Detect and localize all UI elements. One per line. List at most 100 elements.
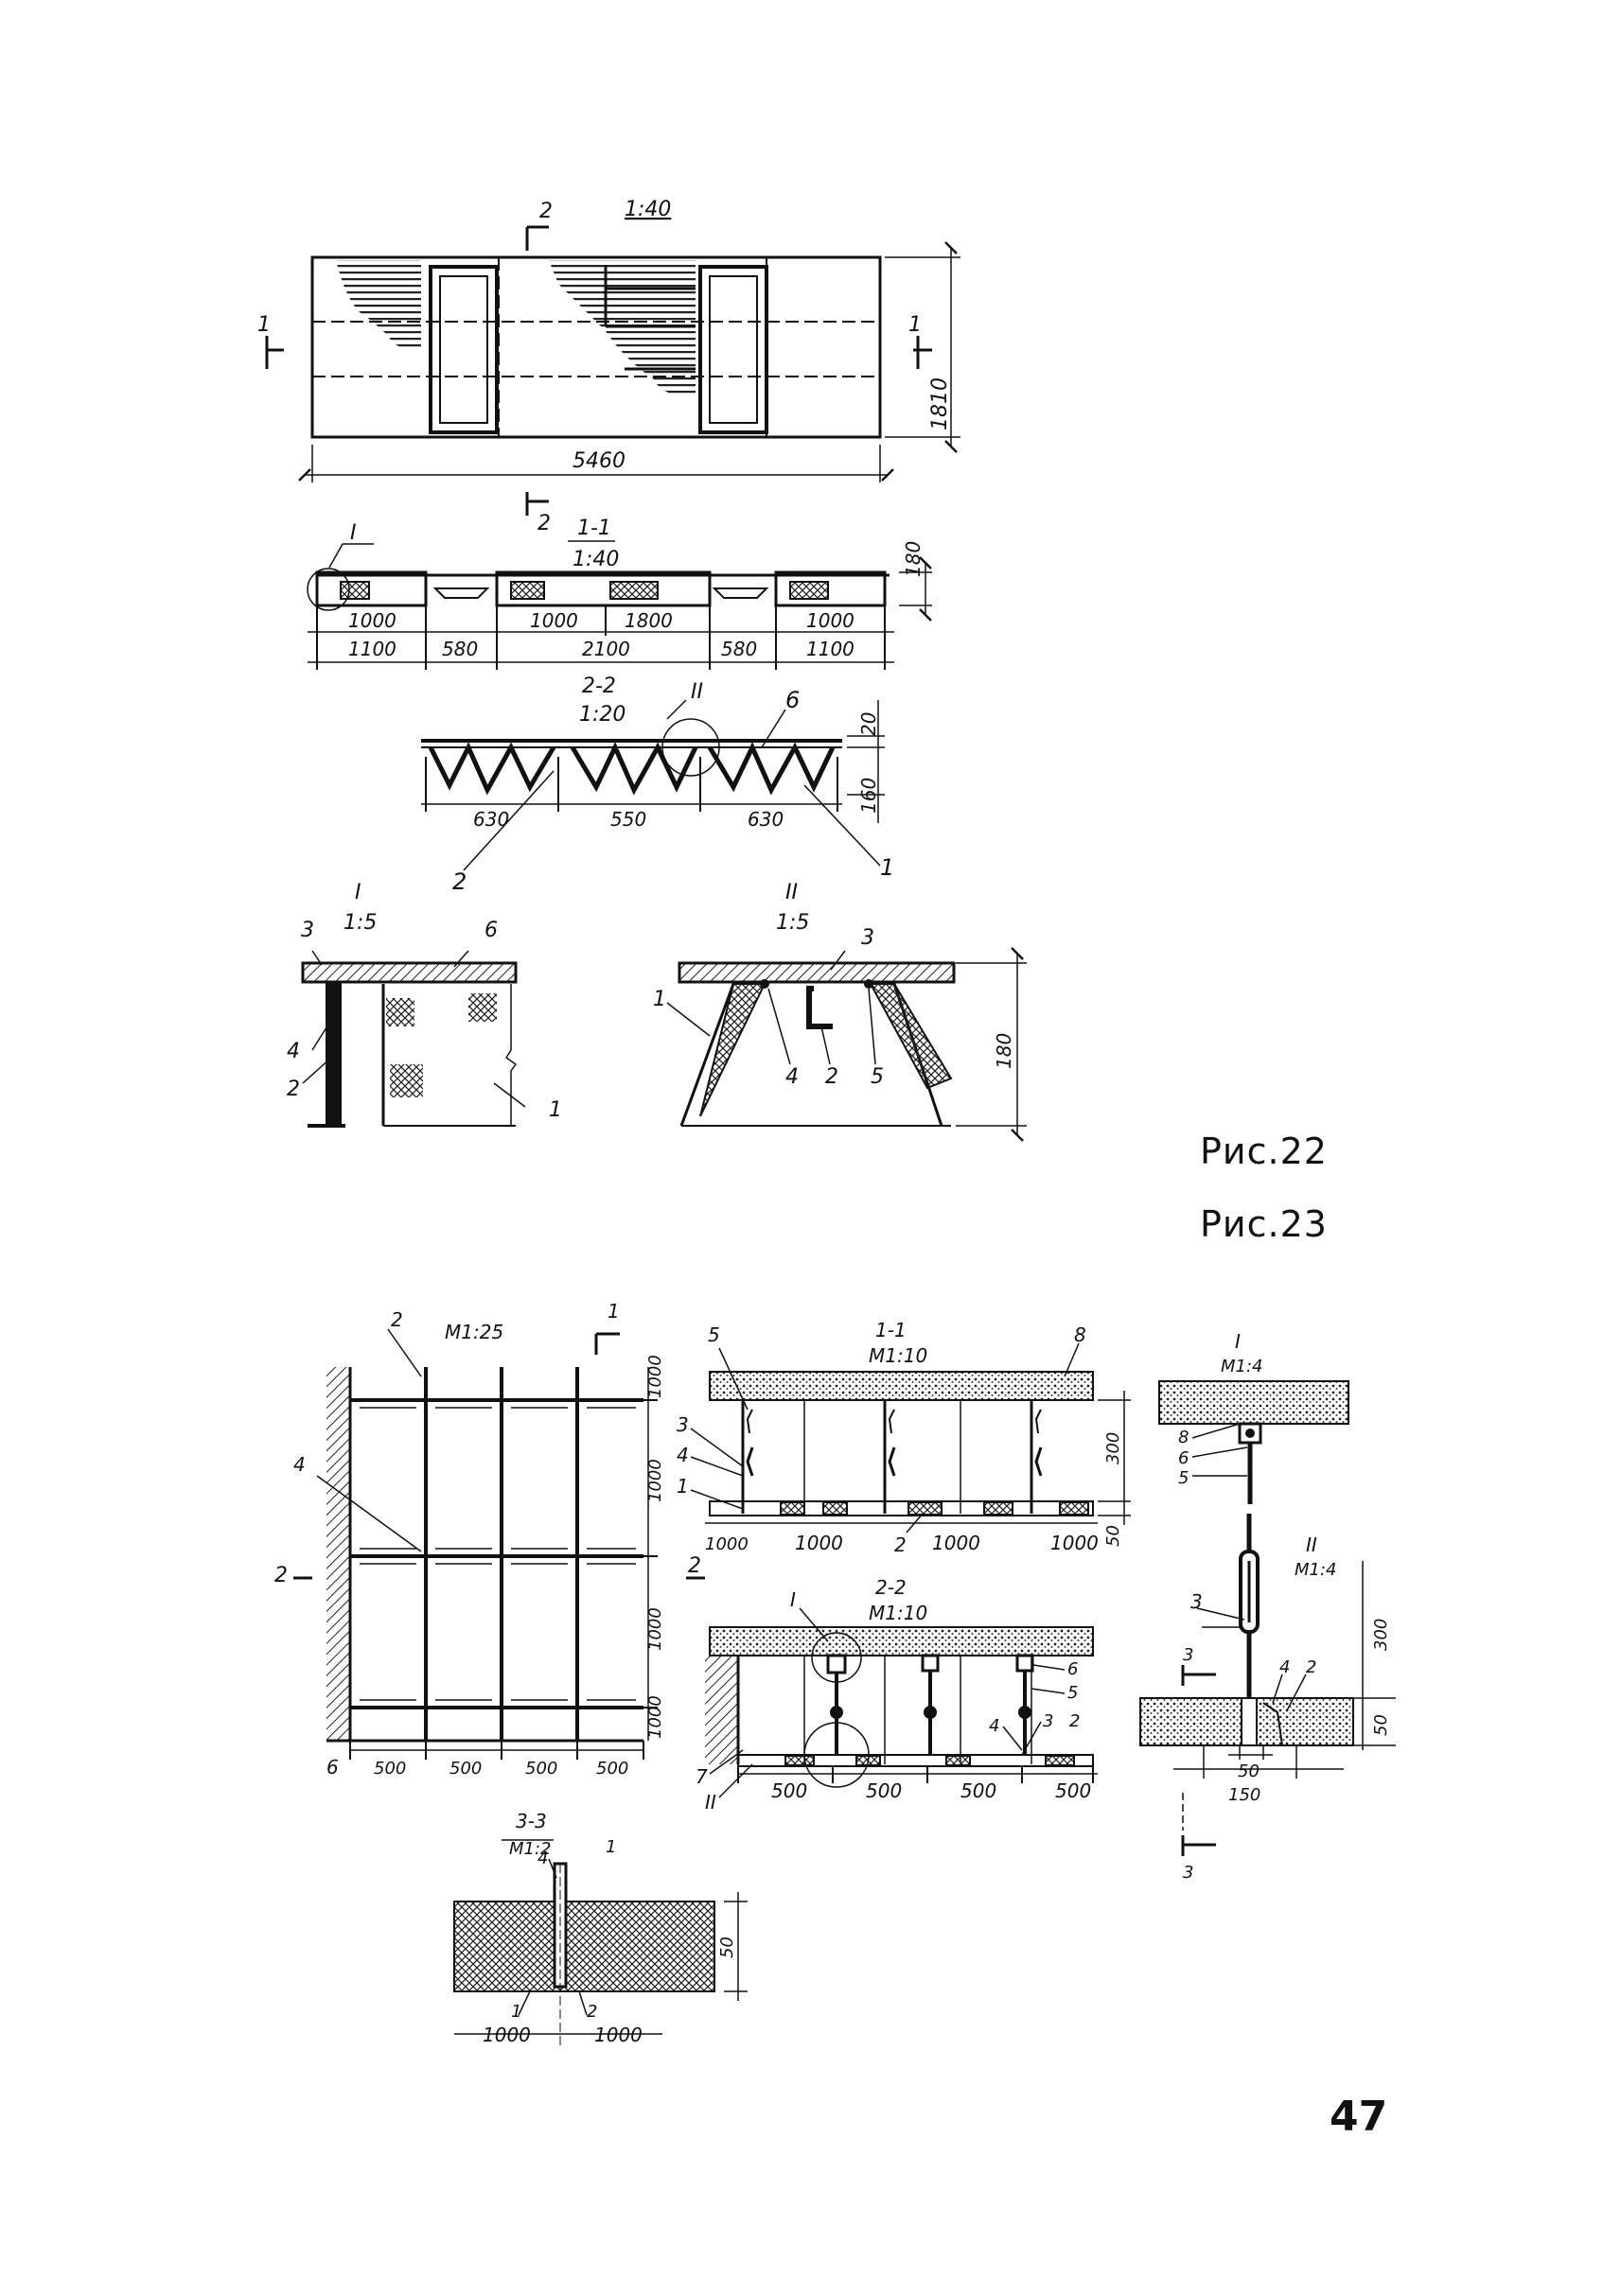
fig22-s11-detail-mark: I xyxy=(350,521,357,545)
fig23-s11-thk: 50 xyxy=(1103,1525,1123,1547)
fig22-s11-dim-top-2: 1000 xyxy=(530,609,578,632)
fig22-s22-dim-2: 550 xyxy=(610,808,646,831)
fig23-dII-sect-bottom: 3 xyxy=(1183,1863,1193,1883)
fig23-detail-I xyxy=(1158,1380,1349,1504)
fig23-dI-leader-8: 8 xyxy=(1178,1428,1189,1447)
fig23-s33-leader-1: 1 xyxy=(511,2002,521,2022)
fig22-s11-scale: 1:40 xyxy=(573,548,619,571)
fig22-plan-scale: 1:40 xyxy=(625,198,671,221)
fig23-plan-sect-2-right: 2 xyxy=(688,1554,701,1578)
fig23-s11-leader-4: 4 xyxy=(677,1444,689,1466)
fig23-s11-dim-3: 1000 xyxy=(932,1532,980,1554)
fig22-s22-leader-1: 1 xyxy=(880,854,894,881)
fig23-s33-mark-1: 1 xyxy=(606,1837,616,1857)
fig22-s22-top-dim: 20 xyxy=(857,712,880,736)
fig23-section-2-2 xyxy=(705,1607,1098,1798)
fig22-dII-leader-2: 2 xyxy=(825,1065,838,1089)
fig23-s11-dim-2: 1000 xyxy=(795,1532,843,1554)
figure-23-caption: Рис.23 xyxy=(1200,1203,1328,1245)
fig22-s11-dim-bot-5: 1100 xyxy=(806,638,855,660)
fig23-s33-thk: 50 xyxy=(717,1937,737,1958)
fig23-s22-dim-2: 500 xyxy=(866,1779,902,1802)
fig23-s22-leader-6: 6 xyxy=(1067,1659,1078,1679)
fig22-dII-scale: 1:5 xyxy=(776,911,809,935)
fig22-s11-dim-bot-3: 2100 xyxy=(582,638,630,660)
fig23-s33-leader-2: 2 xyxy=(587,2002,597,2022)
fig23-s33-scale: M1:2 xyxy=(509,1839,552,1859)
fig22-detail-II xyxy=(666,947,1027,1142)
fig23-dII-title: II xyxy=(1306,1534,1317,1556)
fig23-s22-leader-5: 5 xyxy=(1067,1683,1078,1703)
fig23-s22-leader-II: II xyxy=(705,1791,716,1814)
fig23-section-1-1 xyxy=(690,1342,1131,1534)
fig23-s22-dim-1: 500 xyxy=(771,1779,807,1802)
fig23-dII-leader-4: 4 xyxy=(1279,1657,1290,1677)
fig23-plan xyxy=(293,1328,705,1760)
fig22-dII-height: 180 xyxy=(993,1033,1015,1069)
fig23-dI-leader-5: 5 xyxy=(1178,1468,1189,1488)
fig22-s11-dim-bot-4: 580 xyxy=(721,638,757,660)
fig22-s22-leader-2: 2 xyxy=(452,868,467,895)
fig23-plan-dim-b4: 500 xyxy=(596,1759,628,1779)
fig23-s22-scale: M1:10 xyxy=(869,1602,927,1624)
fig23-s33-dim-2: 1000 xyxy=(594,2024,643,2046)
fig23-plan-dim-s2: 1000 xyxy=(645,1459,665,1502)
fig22-s22-title: 2-2 xyxy=(582,675,616,698)
fig22-s11-title: 1-1 xyxy=(577,517,611,540)
fig22-dI-title: I xyxy=(355,881,361,904)
fig22-dI-leader-1: 1 xyxy=(549,1098,562,1122)
fig22-plan-sect-2-bottom: 2 xyxy=(537,512,551,535)
fig22-plan-sect-2-top: 2 xyxy=(539,200,553,223)
fig22-s22-scale: 1:20 xyxy=(579,703,625,727)
fig23-s11-leader-2: 2 xyxy=(894,1534,907,1556)
fig23-s11-dim-1: 1000 xyxy=(705,1534,749,1554)
figure-22-caption: Рис.22 xyxy=(1200,1130,1328,1172)
fig22-s11-dim-top-4: 1000 xyxy=(806,609,855,632)
fig22-dI-scale: 1:5 xyxy=(344,911,377,935)
fig22-plan xyxy=(265,225,960,516)
fig22-s22-dim-3: 630 xyxy=(748,808,784,831)
fig23-s22-dim-4: 500 xyxy=(1055,1779,1091,1802)
fig22-dII-leader-5: 5 xyxy=(871,1065,884,1089)
fig22-plan-height-dim: 1810 xyxy=(928,377,952,430)
fig23-section-3-3 xyxy=(453,1839,748,2048)
fig23-plan-dim-b3: 500 xyxy=(525,1759,557,1779)
fig23-detail-II xyxy=(1139,1514,1396,1856)
fig23-plan-dim-b1: 500 xyxy=(374,1759,406,1779)
fig23-s22-title: 2-2 xyxy=(875,1576,907,1599)
fig22-s11-dim-bot-2: 580 xyxy=(442,638,478,660)
fig23-dII-scale: M1:4 xyxy=(1295,1560,1337,1580)
fig23-dII-sect-top: 3 xyxy=(1183,1645,1193,1665)
fig22-s11-dim-top-1: 1000 xyxy=(348,609,396,632)
fig23-plan-wall-mark: 6 xyxy=(326,1756,339,1779)
fig23-s11-title: 1-1 xyxy=(875,1319,907,1341)
fig23-plan-dim-s3: 1000 xyxy=(645,1607,665,1651)
fig22-dI-leader-4: 4 xyxy=(287,1040,300,1063)
fig22-dII-leader-1: 1 xyxy=(653,988,666,1011)
fig23-dII-dim-50: 50 xyxy=(1238,1761,1260,1781)
fig22-s11-height: 180 xyxy=(902,541,925,577)
fig22-dII-title: II xyxy=(785,881,798,904)
fig22-dI-leader-6: 6 xyxy=(485,919,498,942)
fig22-s11-dim-bot-1: 1100 xyxy=(348,638,396,660)
fig23-s22-leader-2: 2 xyxy=(1069,1711,1080,1731)
fig23-plan-scale: M1:25 xyxy=(445,1321,503,1343)
fig23-plan-dim-s1: 1000 xyxy=(645,1355,665,1398)
fig23-s22-leader-7: 7 xyxy=(696,1765,708,1788)
fig22-section-2-2 xyxy=(421,699,885,871)
fig23-s11-leader-8: 8 xyxy=(1074,1323,1086,1346)
fig23-s11-scale: M1:10 xyxy=(869,1344,927,1367)
fig22-s22-leader-6: 6 xyxy=(785,687,800,713)
fig23-s22-leader-3: 3 xyxy=(1043,1711,1053,1731)
fig23-dII-leader-2: 2 xyxy=(1306,1657,1316,1677)
fig22-s22-side-dim: 160 xyxy=(857,778,880,814)
fig23-dII-leader-3: 3 xyxy=(1190,1590,1203,1613)
fig22-section-1-1 xyxy=(307,540,932,670)
fig23-dII-height: 300 xyxy=(1371,1619,1391,1651)
fig23-s22-leader-4: 4 xyxy=(989,1716,999,1736)
fig23-s33-title: 3-3 xyxy=(516,1810,547,1832)
fig22-s22-detail-mark: II xyxy=(691,680,703,704)
fig22-dI-leader-3: 3 xyxy=(301,919,314,942)
